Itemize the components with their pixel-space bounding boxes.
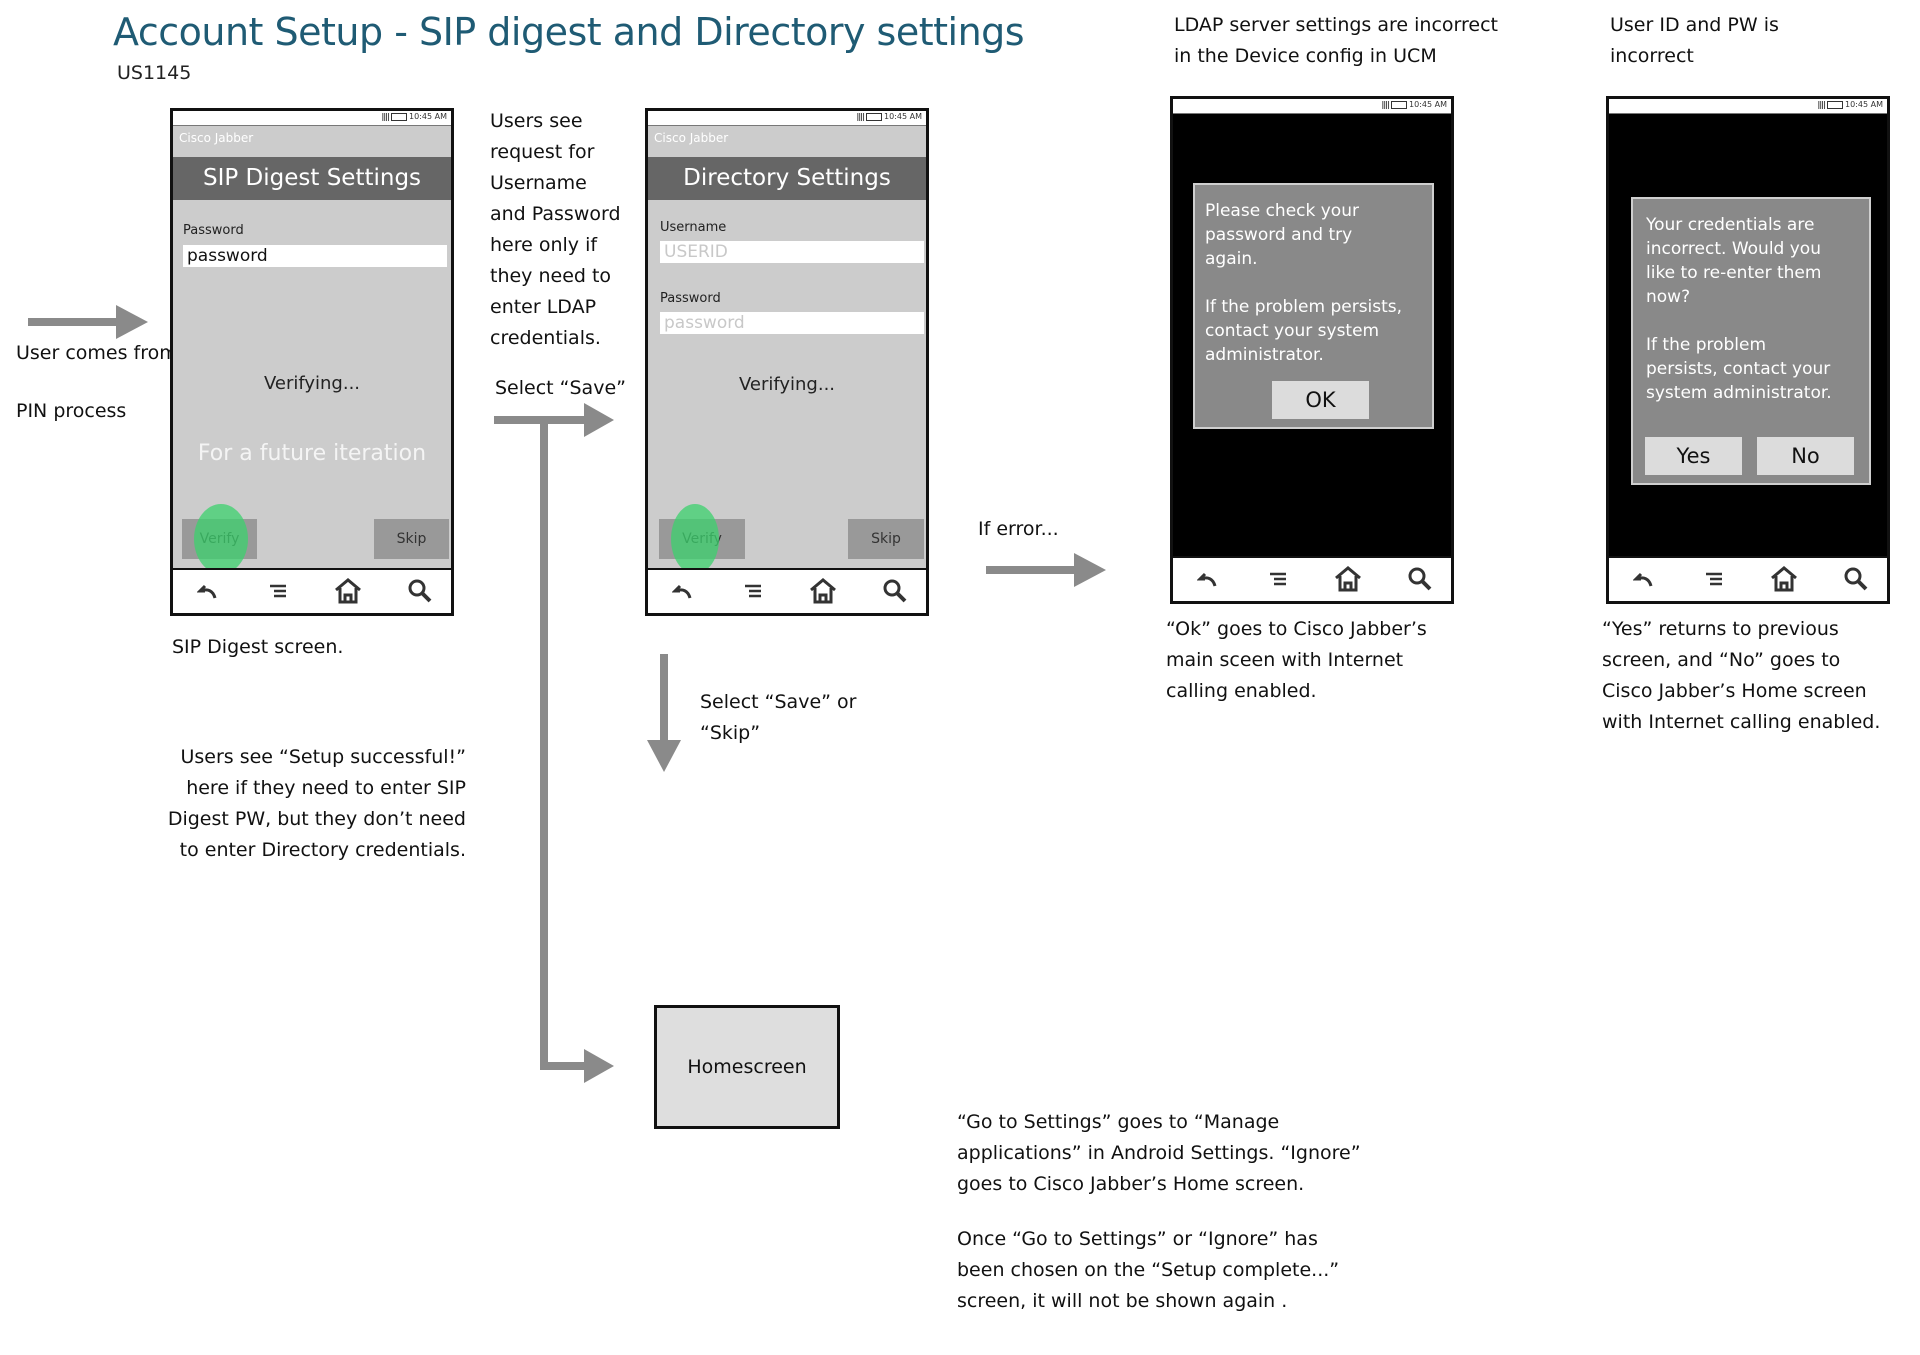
note-once-chosen: Once “Go to Settings” or “Ignore” has be… <box>957 1228 1340 1312</box>
future-iteration-text: For a future iteration <box>197 441 427 466</box>
note-ok-goes-to: “Ok” goes to Cisco Jabber’s main sceen w… <box>1166 618 1427 702</box>
battery-icon <box>391 112 408 121</box>
note-ldap-incorrect: LDAP server settings are incorrect in th… <box>1174 14 1498 67</box>
note-userid-incorrect: User ID and PW is incorrect <box>1610 14 1779 67</box>
credentials-dialog: Your credentials are incorrect. Would yo… <box>1631 197 1871 485</box>
battery-icon <box>1827 100 1844 109</box>
page-title: Account Setup - SIP digest and Directory… <box>113 10 1025 54</box>
note-sip-digest-screen: SIP Digest screen. <box>172 636 344 658</box>
signal-icon: |||| <box>1381 100 1390 109</box>
status-time: 10:45 AM <box>884 112 922 121</box>
nav-bar <box>173 568 451 613</box>
dialog-persist-message: If the problem <box>1646 335 1767 355</box>
phone-sip-digest: |||| 10:45 AM Cisco Jabber SIP Digest Set… <box>170 108 454 616</box>
verifying-text: Verifying... <box>738 374 836 395</box>
dialog-message: Please check your <box>1205 201 1359 221</box>
dialog-persist-message: If the problem persists, <box>1205 297 1403 317</box>
phone-ldap-error: |||| 10:45 AM Please check your password … <box>1170 96 1454 604</box>
signal-icon: |||| <box>856 112 865 121</box>
menu-icon[interactable] <box>265 578 291 604</box>
menu-icon[interactable] <box>1265 566 1291 592</box>
phone-credentials-error: |||| 10:45 AM Your credentials are incorr… <box>1606 96 1890 604</box>
nav-bar <box>648 568 926 613</box>
password-field[interactable]: password <box>660 312 924 334</box>
error-dialog: Please check your password and try again… <box>1193 183 1434 429</box>
status-bar: |||| 10:45 AM <box>1609 99 1887 114</box>
yes-button[interactable]: Yes <box>1645 437 1742 475</box>
status-time: 10:45 AM <box>1409 100 1447 109</box>
search-icon[interactable] <box>1843 566 1869 592</box>
back-icon[interactable] <box>1633 566 1659 592</box>
app-name: Cisco Jabber <box>654 131 729 145</box>
search-icon[interactable] <box>407 578 433 604</box>
home-icon[interactable] <box>1769 566 1799 592</box>
save-arrow-head <box>584 403 614 437</box>
entry-arrow-head <box>116 305 148 339</box>
story-id: US1145 <box>117 62 192 84</box>
error-arrow-head <box>1074 553 1106 587</box>
status-bar: |||| 10:45 AM <box>648 111 926 126</box>
username-field[interactable]: USERID <box>660 241 924 263</box>
status-time: 10:45 AM <box>409 112 447 121</box>
home-icon[interactable] <box>1333 566 1363 592</box>
signal-icon: |||| <box>381 112 390 121</box>
ok-button[interactable]: OK <box>1272 381 1369 419</box>
status-bar: |||| 10:45 AM <box>173 111 451 126</box>
search-icon[interactable] <box>1407 566 1433 592</box>
skip-button[interactable]: Skip <box>848 519 924 559</box>
status-time: 10:45 AM <box>1845 100 1883 109</box>
note-yes-returns: “Yes” returns to previous screen, and “N… <box>1602 618 1881 733</box>
dialog-message: Your credentials are <box>1646 215 1815 235</box>
tap-highlight <box>671 504 719 574</box>
menu-icon[interactable] <box>740 578 766 604</box>
home-icon[interactable] <box>808 578 838 604</box>
homescreen-box[interactable]: Homescreen <box>654 1005 840 1129</box>
phone-directory-settings: |||| 10:45 AM Cisco Jabber Directory Sett… <box>645 108 929 616</box>
battery-icon <box>1391 100 1408 109</box>
note-select-save: Select “Save” <box>495 377 626 399</box>
note-setup-successful: Users see “Setup successful!” here if th… <box>167 746 466 861</box>
menu-icon[interactable] <box>1701 566 1727 592</box>
password-field[interactable]: password <box>183 245 447 267</box>
nav-bar <box>1609 556 1887 601</box>
nav-bar <box>1173 556 1451 601</box>
back-icon[interactable] <box>672 578 698 604</box>
note-user-comes-from: User comes from <box>16 342 178 364</box>
battery-icon <box>866 112 883 121</box>
homescreen-arrow-head <box>584 1049 614 1083</box>
skip-button[interactable]: Skip <box>374 519 449 559</box>
note-pin-process: PIN process <box>16 400 127 422</box>
note-users-see-request: Users see request for Username and Passw… <box>490 110 621 349</box>
signal-icon: |||| <box>1817 100 1826 109</box>
search-icon[interactable] <box>882 578 908 604</box>
screen-header: SIP Digest Settings <box>173 157 451 200</box>
tap-highlight <box>194 504 248 574</box>
app-name: Cisco Jabber <box>179 131 254 145</box>
username-label: Username <box>660 220 727 235</box>
note-if-error: If error... <box>978 518 1059 540</box>
password-label: Password <box>660 291 721 306</box>
screen-header: Directory Settings <box>648 157 926 200</box>
verifying-text: Verifying... <box>263 373 361 394</box>
back-icon[interactable] <box>1197 566 1223 592</box>
status-bar: |||| 10:45 AM <box>1173 99 1451 114</box>
note-select-save-or-skip: Select “Save” or “Skip” <box>700 691 857 744</box>
note-go-to-settings: “Go to Settings” goes to “Manage applica… <box>957 1111 1361 1195</box>
home-icon[interactable] <box>333 578 363 604</box>
down-arrow-head <box>647 740 681 772</box>
no-button[interactable]: No <box>1757 437 1854 475</box>
password-label: Password <box>183 223 244 238</box>
back-icon[interactable] <box>197 578 223 604</box>
